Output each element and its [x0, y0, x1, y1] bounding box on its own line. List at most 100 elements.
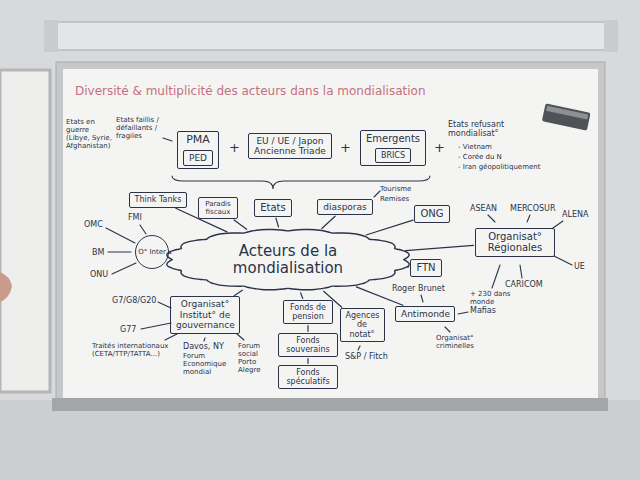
leader-line [554, 256, 572, 265]
case-end-cap [44, 20, 58, 52]
connector-line [322, 216, 335, 228]
node-text: Organisat° Régionales [481, 231, 549, 254]
leader-line [488, 215, 495, 222]
node-text: O° Inter [138, 248, 166, 256]
leader-line [458, 312, 468, 314]
board-label: Davos, NY [183, 342, 224, 351]
central-cloud: Acteurs de la mondialisation [163, 227, 413, 292]
node-text: Acteurs de la mondialisation [213, 243, 363, 278]
board-label: + [434, 141, 445, 156]
board-label: Etats refusant mondialisat° [448, 120, 528, 138]
leader-line [165, 334, 177, 340]
board-label: Etats en guerre (Libye, Syrie, Afghanist… [66, 118, 114, 150]
leader-line [237, 334, 244, 340]
node-text: PED [189, 153, 207, 163]
leader-line [445, 327, 450, 332]
category-box: PMAPED [177, 131, 219, 169]
board-label: Organisat° criminelles [436, 334, 506, 350]
board-label: + [229, 141, 240, 156]
actor-box: Fonds souverains [278, 333, 338, 357]
node-text: Etats [260, 202, 286, 214]
leader-line [140, 225, 146, 234]
node-text: Fonds spéculatifs [284, 368, 332, 386]
node-text: Fonds de pension [289, 303, 327, 321]
board-title: Diversité & multiplicité des acteurs dan… [75, 84, 426, 98]
connector-line [307, 359, 308, 364]
actor-box: Paradis fiscaux [198, 197, 238, 219]
node-text: FTN [416, 262, 435, 274]
board-label: Roger Brunet [392, 284, 445, 293]
node-text: Agences de notat° [346, 311, 379, 339]
category-box: EU / UE / JaponAncienne Triade [248, 133, 332, 160]
node-text: Organisat° Institut° de gouvernance [176, 299, 234, 330]
board-label: MERCOSUR [510, 204, 556, 213]
connector-line [234, 290, 242, 295]
actor-box: Think Tanks [129, 192, 188, 207]
category-box: BRICS [375, 148, 411, 163]
board-surface [63, 69, 598, 398]
hand [0, 272, 12, 302]
board-label: UE [574, 262, 585, 271]
leader-line [492, 265, 500, 288]
node-text: diasporas [323, 202, 367, 212]
node-text: Ancienne Triade [254, 146, 326, 156]
leader-line [204, 338, 205, 341]
leader-line [421, 295, 423, 302]
leader-line [520, 265, 522, 278]
actor-box: ONG [414, 205, 449, 223]
side-board [0, 70, 50, 392]
board-label: + 230 dans monde [470, 290, 515, 306]
node-text: Antimonde [401, 309, 449, 319]
connector-line [301, 293, 303, 299]
node-text: Think Tanks [135, 195, 182, 204]
board-label: + [340, 141, 351, 156]
eraser-body [542, 103, 591, 130]
connector-line [234, 220, 247, 229]
category-box: EmergentsBRICS [360, 130, 426, 166]
leader-line [527, 215, 530, 222]
board-label: Forum social Porto Alegre [238, 342, 274, 374]
category-box: PED [183, 150, 213, 166]
leader-line [141, 323, 171, 329]
board-label: - Vietnam [458, 143, 492, 151]
board-label: Traités internationaux (CETA/TTP/TATTA..… [92, 342, 180, 358]
actor-box: Organisat° Régionales [475, 228, 555, 257]
actor-box: diasporas [317, 199, 373, 215]
actor-box: Organisat° Institut° de gouvernance [170, 296, 240, 333]
board-label: Tourisme [380, 185, 411, 193]
eraser [542, 103, 591, 130]
node-text: EU / UE / Japon [254, 136, 326, 146]
leader-line [108, 251, 131, 252]
board-label: - Iran géopolitiquement [458, 163, 540, 171]
actor-box: Antimonde [395, 306, 455, 322]
case-end-cap [604, 20, 618, 52]
actor-box: Fonds de pension [283, 300, 333, 324]
connector-line [366, 220, 413, 235]
actor-circle: O° Inter [135, 235, 170, 270]
leader-line [163, 138, 172, 141]
board-label: FMI [128, 213, 142, 222]
leader-line [374, 191, 380, 197]
node-text: ONG [420, 208, 443, 220]
node-text: Fonds souverains [284, 336, 332, 354]
board-frame [56, 62, 605, 408]
eraser-top [546, 106, 588, 120]
leader-line [112, 263, 136, 274]
board-label: CARICOM [505, 280, 543, 289]
projector-screen-case [48, 22, 614, 50]
connector-line [276, 218, 279, 227]
actor-box: Etats [254, 199, 292, 217]
board-label: Remises [380, 195, 409, 203]
node-text: BRICS [381, 151, 405, 160]
board-label: S&P / Fitch [345, 352, 388, 361]
actor-box: Fonds spéculatifs [278, 365, 338, 389]
lower-wall [0, 400, 640, 480]
board-label: G7/G8/G20 [112, 296, 156, 305]
board-label: ASEAN [470, 204, 497, 213]
marker-tray [52, 398, 608, 411]
leader-line [358, 346, 360, 350]
board-label: Mafias [470, 306, 496, 315]
